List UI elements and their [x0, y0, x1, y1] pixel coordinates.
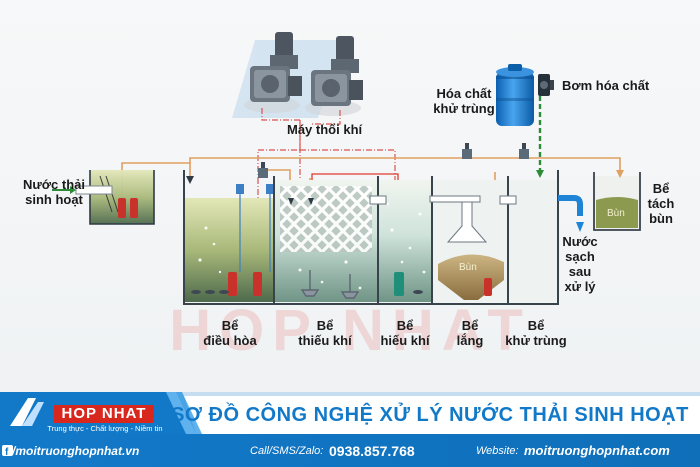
tank-label-line2: điều hòa: [203, 333, 257, 348]
chemical-label-line2: khử trùng: [433, 101, 495, 116]
tank-label-line2: lắng: [456, 333, 484, 348]
brand-name: HOP NHAT: [54, 405, 154, 423]
air-blower-icon: [244, 32, 302, 113]
collection-tank: [89, 170, 155, 225]
tank-label-line1: Bể: [527, 318, 545, 333]
footer-banner: f: [0, 392, 700, 467]
brand-slogan: Trung thực - Chất lượng - Niềm tin: [47, 424, 163, 433]
valve-icon: [519, 143, 529, 159]
tank-label-line1: Bể: [221, 318, 239, 333]
tank-label-anoxic: Bể thiếu khí: [292, 318, 358, 348]
chemical-label-line1: Hóa chất: [436, 86, 492, 101]
air-blower-icon: [305, 36, 363, 116]
tank-label-aerobic: Bể hiếu khí: [374, 318, 436, 348]
valve-icon: [236, 184, 274, 194]
treatment-tank-body: [183, 170, 559, 305]
sludge-tank-sludge-label: Bùn: [607, 208, 625, 219]
facebook-icon: f: [2, 445, 13, 458]
clean-water-label: Nước sạch sau xử lý: [559, 234, 601, 294]
tank-label-line1: Bể: [316, 318, 334, 333]
sludge-tank-label-line3: bùn: [649, 211, 673, 226]
call-label: Call/SMS/Zalo:: [250, 445, 324, 457]
influent-label: Nước thải sinh hoạt: [22, 177, 86, 207]
tank-label-disinfection: Bể khử trùng: [502, 318, 570, 348]
clean-water-label-line4: xử lý: [564, 279, 596, 294]
website-label: Website:: [476, 445, 519, 457]
influent-pipe: [52, 185, 113, 195]
tank-label-line2: thiếu khí: [298, 333, 352, 348]
company-logo-icon: [10, 398, 44, 426]
outlet-pipe: [558, 195, 584, 232]
tank-label-line2: khử trùng: [505, 333, 567, 348]
svg-text:f: f: [5, 447, 9, 458]
clean-water-label-line2: sạch: [565, 249, 595, 264]
influent-label-line1: Nước thải: [23, 177, 85, 192]
chemical-barrel-icon: [496, 64, 534, 126]
facebook-link[interactable]: /moitruonghopnhat.vn: [12, 444, 140, 458]
sludge-tank-label-line1: Bể: [652, 181, 670, 196]
chemical-label: Hóa chất khử trùng: [432, 86, 496, 116]
call-number[interactable]: 0938.857.768: [329, 443, 415, 459]
valve-icon: [258, 162, 268, 178]
tank-label-line1: Bể: [396, 318, 414, 333]
tank-label-line1: Bể: [461, 318, 479, 333]
website-link[interactable]: moitruonghopnhat.com: [524, 443, 670, 458]
clean-water-label-line1: Nước: [562, 234, 598, 249]
tank-label-equalization: Bể điều hòa: [200, 318, 260, 348]
sludge-tank-label-line2: tách: [647, 196, 675, 211]
tank-label-line2: hiếu khí: [380, 333, 430, 348]
valve-icon: [462, 143, 472, 159]
dosing-pump-icon: [538, 74, 554, 96]
influent-label-line2: sinh hoạt: [25, 192, 83, 207]
settling-sludge-label: Bùn: [459, 262, 477, 273]
sludge-tank-label: Bể tách bùn: [641, 181, 681, 226]
dosing-pump-label: Bơm hóa chất: [562, 78, 650, 93]
tank-label-settling: Bể lắng: [448, 318, 492, 348]
sludge-tank: [593, 170, 641, 231]
clean-water-label-line3: sau: [568, 264, 592, 279]
blower-label: Máy thổi khí: [287, 122, 363, 137]
diagram-title: SƠ ĐỒ CÔNG NGHỆ XỬ LÝ NƯỚC THẢI SINH HOẠ…: [171, 404, 689, 426]
watermark-text: HOP NHAT: [169, 298, 531, 363]
